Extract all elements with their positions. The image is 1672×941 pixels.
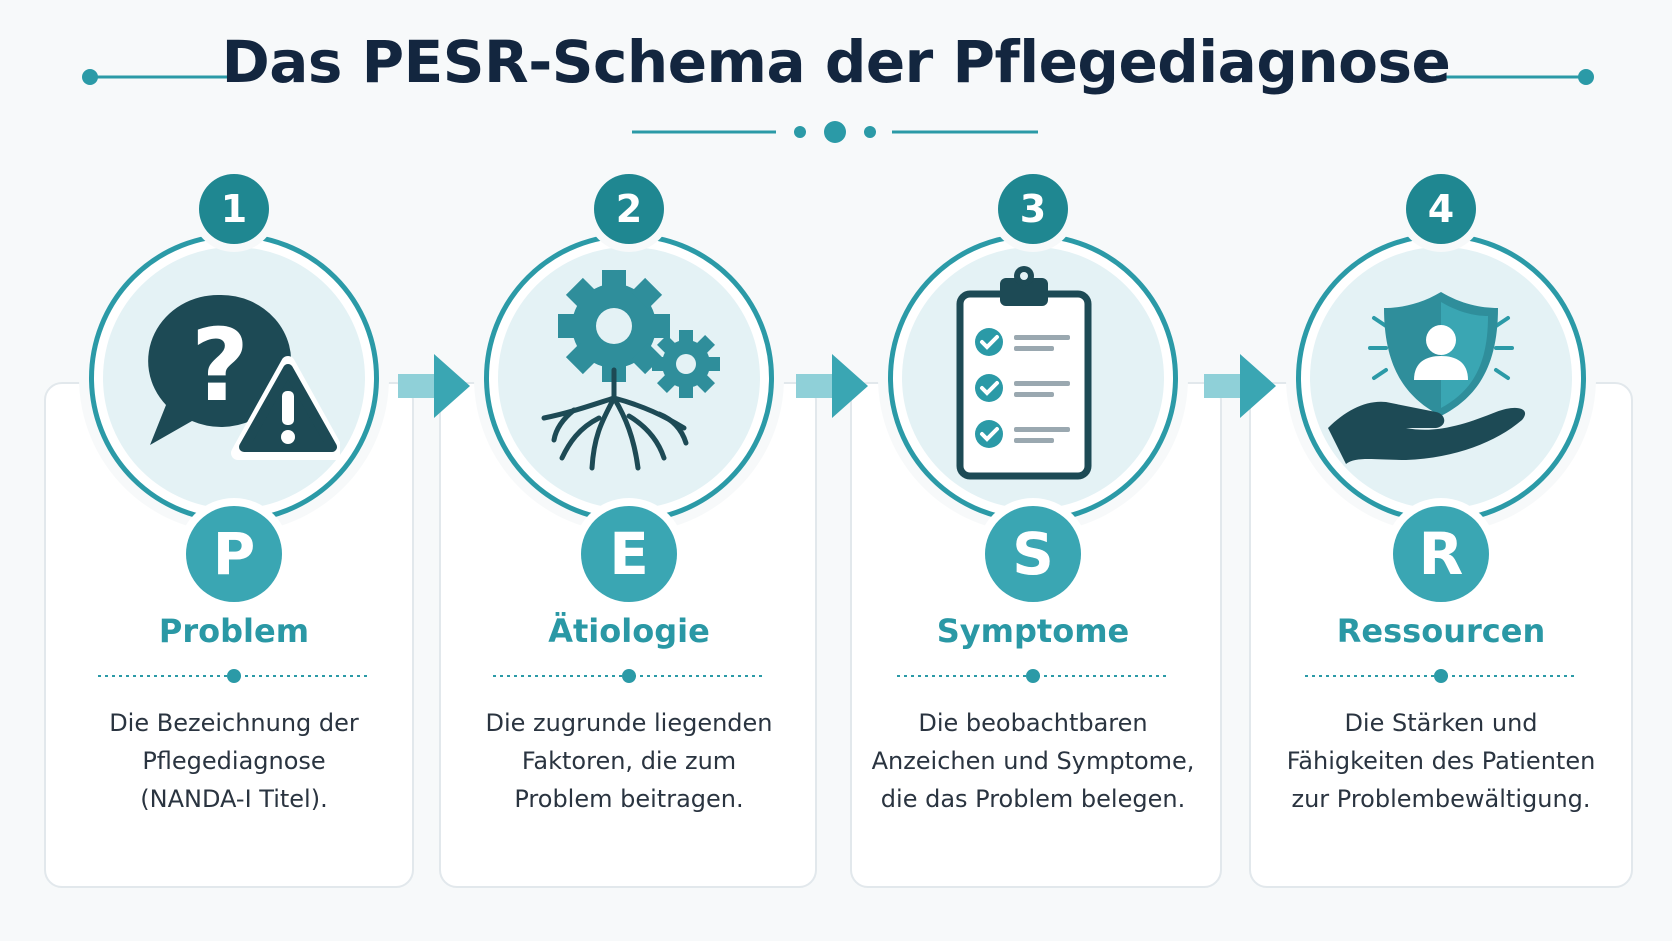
separator (1305, 669, 1577, 683)
arrow-right-icon (1204, 354, 1276, 418)
question-warning-icon: ? (148, 294, 340, 460)
icon-circle-problem (79, 223, 389, 533)
description-line: Die zugrunde liegenden (485, 709, 773, 737)
letter-badge-s: S (985, 506, 1081, 602)
title-decoration (82, 69, 1594, 143)
description-line: Die beobachtbaren (918, 709, 1148, 737)
description-line: Die Bezeichnung der (109, 709, 359, 737)
clipboard-checklist-icon (956, 266, 1092, 480)
step-number-1: 1 (199, 174, 269, 244)
section-title-ressourcen: Ressourcen (1336, 612, 1546, 650)
gears-roots-icon (541, 270, 720, 471)
step-number-4: 4 (1406, 174, 1476, 244)
icon-circle-ressourcen (1286, 223, 1596, 533)
description-line: Fähigkeiten des Patienten (1286, 747, 1596, 775)
section-title-aetiologie: Ätiologie (548, 612, 710, 650)
description-problem: Die Bezeichnung der Pflegediagnose (NAND… (54, 704, 414, 818)
description-line: Pflegediagnose (142, 747, 326, 775)
section-title-problem: Problem (158, 612, 310, 650)
shield-hand-icon (1328, 292, 1526, 464)
description-ressourcen: Die Stärken und Fähigkeiten des Patiente… (1261, 704, 1621, 818)
page-title: Das PESR-Schema der Pflegediagnose (221, 28, 1451, 96)
separator (897, 669, 1169, 683)
description-line: Problem beitragen. (514, 785, 744, 813)
description-line: Anzeichen und Symptome, (871, 747, 1195, 775)
arrow-right-icon (398, 354, 470, 418)
step-number-3: 3 (998, 174, 1068, 244)
svg-text:?: ? (191, 307, 249, 424)
separator (493, 669, 765, 683)
section-title-symptome: Symptome (936, 612, 1130, 650)
description-aetiologie: Die zugrunde liegenden Faktoren, die zum… (449, 704, 809, 818)
description-line: Die Stärken und (1344, 709, 1538, 737)
description-line: Faktoren, die zum (521, 747, 737, 775)
description-line: die das Problem belegen. (880, 785, 1186, 813)
description-line: zur Problembewältigung. (1291, 785, 1591, 813)
separator (98, 669, 370, 683)
arrow-right-icon (796, 354, 868, 418)
description-line: (NANDA-I Titel). (140, 785, 328, 813)
description-symptome: Die beobachtbaren Anzeichen und Symptome… (853, 704, 1213, 818)
letter-badge-p: P (186, 506, 282, 602)
letter-badge-r: R (1393, 506, 1489, 602)
step-number-2: 2 (594, 174, 664, 244)
letter-badge-e: E (581, 506, 677, 602)
